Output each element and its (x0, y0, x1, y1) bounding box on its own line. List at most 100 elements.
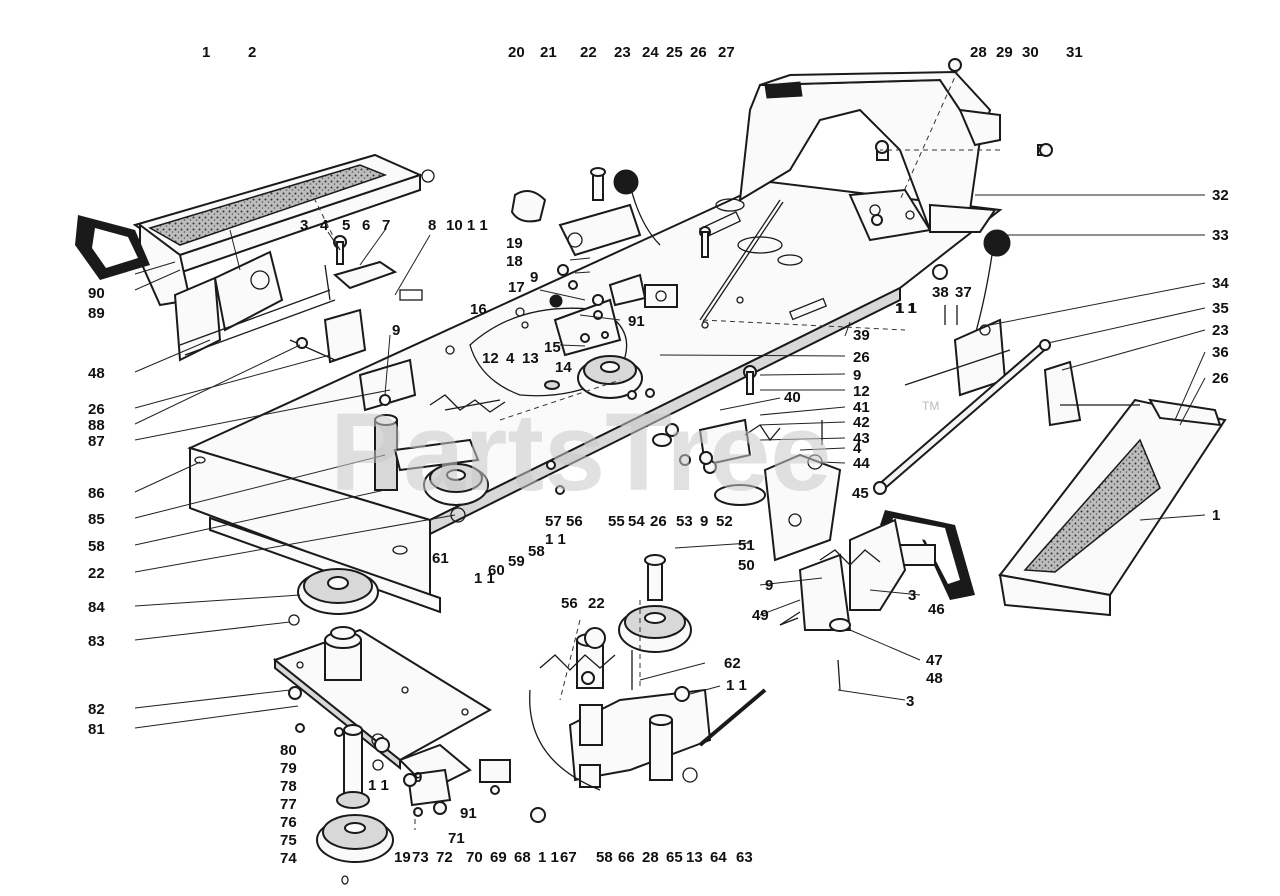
callout[interactable]: 13 (686, 849, 703, 866)
callout[interactable]: 80 (280, 742, 297, 759)
callout[interactable]: 38 (932, 284, 949, 301)
callout[interactable]: 40 (784, 389, 801, 406)
callout[interactable]: 1 1 (545, 531, 566, 548)
callout[interactable]: 89 (88, 305, 105, 322)
callout[interactable]: 30 (1022, 44, 1039, 61)
callout[interactable]: 58 (528, 543, 545, 560)
callout[interactable]: 64 (710, 849, 727, 866)
callout[interactable]: 57 (545, 513, 562, 530)
callout[interactable]: 59 (508, 553, 525, 570)
callout[interactable]: 36 (1212, 344, 1229, 361)
callout[interactable]: 67 (560, 849, 577, 866)
callout[interactable]: 7 (382, 217, 390, 234)
callout[interactable]: 32 (1212, 187, 1229, 204)
callout[interactable]: 1 1 (896, 300, 917, 317)
callout[interactable]: 24 (642, 44, 659, 61)
callout[interactable]: 66 (618, 849, 635, 866)
callout[interactable]: 28 (970, 44, 987, 61)
callout[interactable]: 91 (628, 313, 645, 330)
callout[interactable]: 22 (580, 44, 597, 61)
callout[interactable]: 69 (490, 849, 507, 866)
callout[interactable]: 18 (506, 253, 523, 270)
callout[interactable]: 77 (280, 796, 297, 813)
callout[interactable]: 56 (561, 595, 578, 612)
callout[interactable]: 9 (765, 577, 773, 594)
callout[interactable]: 4 (853, 440, 862, 457)
callout[interactable]: 3 (906, 693, 914, 710)
callout[interactable]: 88 (88, 417, 105, 434)
callout[interactable]: 17 (508, 279, 525, 296)
callout[interactable]: 42 (853, 414, 870, 431)
callout[interactable]: 85 (88, 511, 105, 528)
callout[interactable]: 56 (566, 513, 583, 530)
callout[interactable]: 48 (88, 365, 105, 382)
callout[interactable]: 34 (1212, 275, 1229, 292)
callout[interactable]: 65 (666, 849, 683, 866)
callout[interactable]: 47 (926, 652, 943, 669)
callout[interactable]: 1 1 (895, 300, 916, 317)
callout[interactable]: 91 (460, 805, 477, 822)
callout[interactable]: 58 (88, 538, 105, 555)
callout[interactable]: 75 (280, 832, 297, 849)
callout[interactable]: 78 (280, 778, 297, 795)
callout[interactable]: 52 (716, 513, 733, 530)
callout[interactable]: 51 (738, 537, 755, 554)
callout[interactable]: 6 (362, 217, 370, 234)
callout[interactable]: 73 (412, 849, 429, 866)
callout[interactable]: 14 (555, 359, 572, 376)
callout[interactable]: 76 (280, 814, 297, 831)
callout[interactable]: 12 (482, 350, 499, 367)
callout[interactable]: 16 (470, 301, 487, 318)
callout[interactable]: 22 (588, 595, 605, 612)
callout[interactable]: 45 (852, 485, 869, 502)
callout[interactable]: 54 (628, 513, 645, 530)
callout[interactable]: 31 (1066, 44, 1083, 61)
callout[interactable]: 35 (1212, 300, 1229, 317)
callout[interactable]: 19 (506, 235, 523, 252)
callout[interactable]: 26 (1212, 370, 1229, 387)
callout[interactable]: 90 (88, 285, 105, 302)
callout[interactable]: 61 (432, 550, 449, 567)
callout[interactable]: 33 (1212, 227, 1229, 244)
callout[interactable]: 23 (614, 44, 631, 61)
callout[interactable]: 58 (596, 849, 613, 866)
callout[interactable]: 50 (738, 557, 755, 574)
callout[interactable]: 63 (736, 849, 753, 866)
callout[interactable]: 39 (853, 327, 870, 344)
callout[interactable]: 1 1 (368, 777, 389, 794)
callout[interactable]: 2 (248, 44, 256, 61)
callout[interactable]: 53 (676, 513, 693, 530)
callout[interactable]: 37 (955, 284, 972, 301)
callout[interactable]: 81 (88, 721, 105, 738)
callout[interactable]: 13 (522, 350, 539, 367)
callout[interactable]: 26 (853, 349, 870, 366)
callout[interactable]: 9 (530, 269, 538, 286)
callout[interactable]: 15 (544, 339, 561, 356)
callout[interactable]: 21 (540, 44, 557, 61)
callout[interactable]: 4 (320, 217, 329, 234)
callout[interactable]: 71 (448, 830, 465, 847)
callout[interactable]: 12 (853, 383, 870, 400)
callout[interactable]: 1 (202, 44, 210, 61)
callout[interactable]: 55 (608, 513, 625, 530)
callout[interactable]: 26 (88, 401, 105, 418)
callout[interactable]: 72 (436, 849, 453, 866)
callout[interactable]: 9 (392, 322, 400, 339)
callout[interactable]: 22 (88, 565, 105, 582)
callout[interactable]: 60 (488, 562, 505, 579)
callout[interactable]: 25 (666, 44, 683, 61)
callout[interactable]: 20 (508, 44, 525, 61)
callout[interactable]: 1 (1212, 507, 1220, 524)
callout[interactable]: 1 1 (726, 677, 747, 694)
callout[interactable]: 5 (342, 217, 350, 234)
callout[interactable]: 3 (300, 217, 308, 234)
callout[interactable]: 9 (853, 367, 861, 384)
callout[interactable]: 10 1 1 (446, 217, 488, 234)
callout[interactable]: 70 (466, 849, 483, 866)
callout[interactable]: 43 (853, 430, 870, 447)
callout[interactable]: 79 (280, 760, 297, 777)
callout[interactable]: 49 (752, 607, 769, 624)
callout[interactable]: 1 1 (538, 849, 559, 866)
callout[interactable]: 41 (853, 399, 870, 416)
callout[interactable]: 9 (414, 769, 422, 786)
